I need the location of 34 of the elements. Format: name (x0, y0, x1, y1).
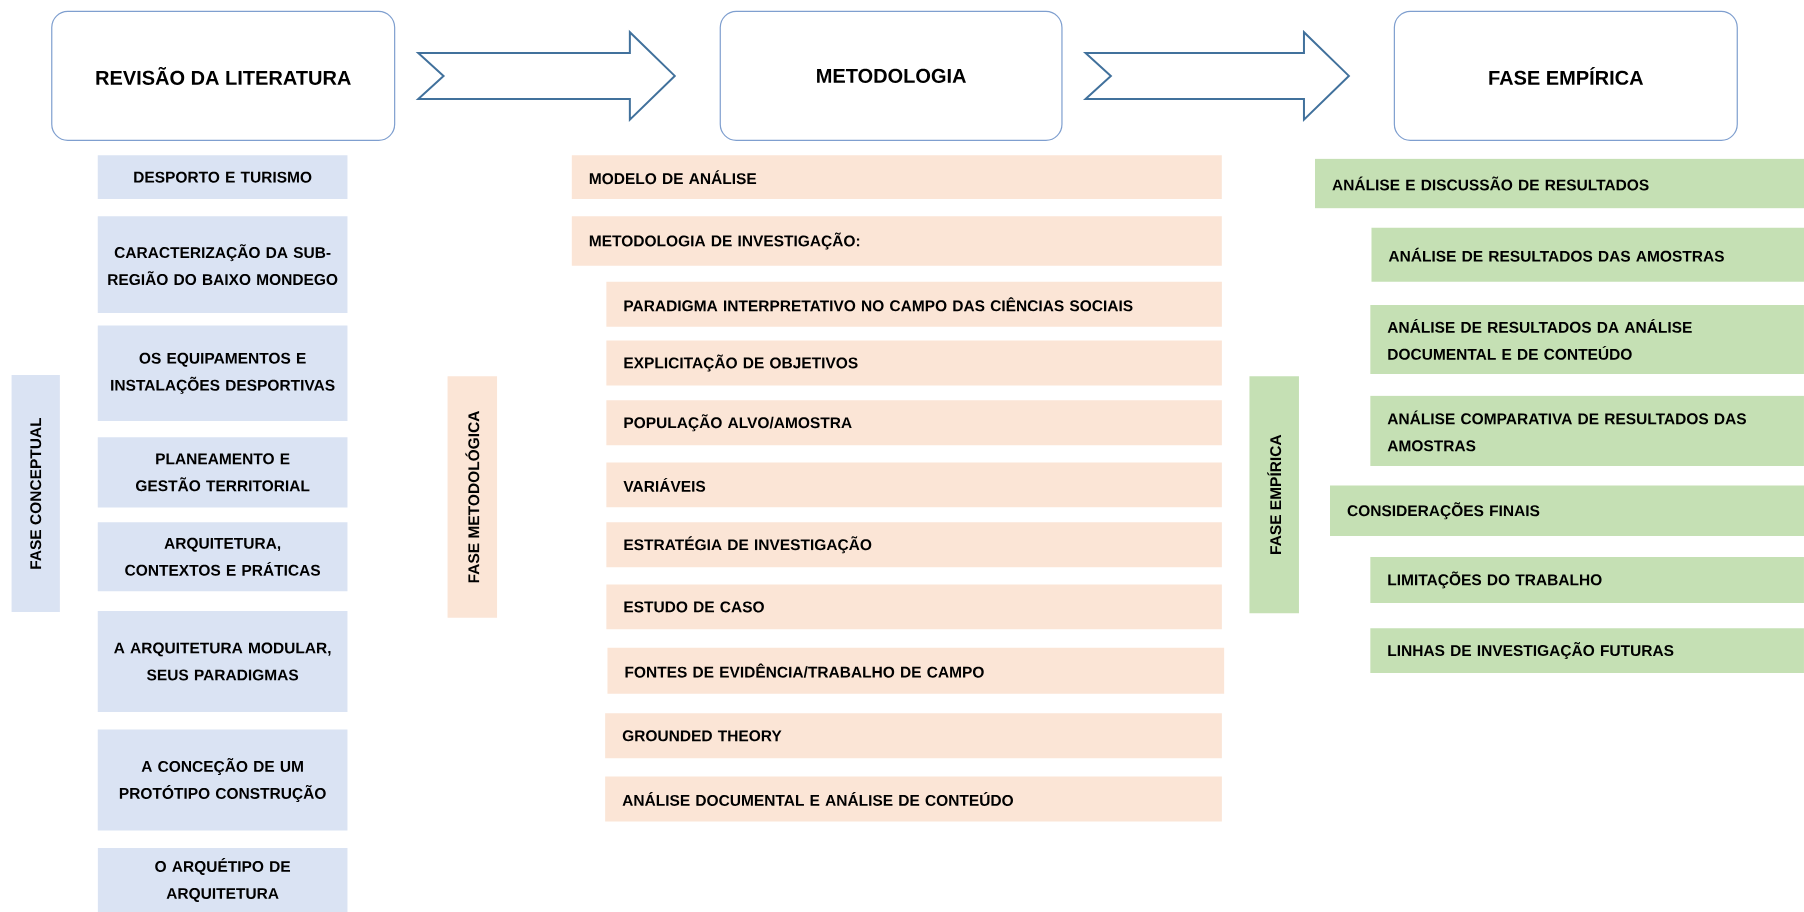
topic-box: DESPORTO E TURISMO (97, 155, 348, 200)
topic-box: FONTES DE EVIDÊNCIA/TRABALHO DE CAMPO (607, 647, 1225, 694)
topic-box: CONSIDERAÇÕES FINAIS (1330, 485, 1804, 537)
block-arrow (415, 29, 677, 122)
topic-box: LINHAS DE INVESTIGAÇÃO FUTURAS (1370, 628, 1804, 674)
topic-box: ESTRATÉGIA DE INVESTIGAÇÃO (606, 522, 1222, 568)
topic-box: ARQUITETURA, CONTEXTOS E PRÁTICAS (97, 522, 348, 592)
topic-box: LIMITAÇÕES DO TRABALHO (1370, 556, 1804, 603)
topic-box: A CONCEÇÃO DE UM PROTÓTIPO CONSTRUÇÃO (97, 729, 348, 831)
phase-band: FASE CONCEPTUAL (11, 375, 60, 613)
topic-box: POPULAÇÃO ALVO/AMOSTRA (606, 400, 1222, 446)
topic-box: ANÁLISE COMPARATIVA DE RESULTADOS DAS AMOSTRAS (1370, 395, 1804, 466)
phase-band: FASE METODOLÓGICA (447, 376, 498, 618)
topic-box: A ARQUITETURA MODULAR, SEUS PARADIGMAS (97, 610, 348, 713)
topic-box: PARADIGMA INTERPRETATIVO NO CAMPO DAS CIÊNCIAS SOCIAIS (606, 281, 1222, 327)
stage-box: FASE EMPÍRICA (1393, 10, 1738, 141)
topic-box: VARIÁVEIS (606, 462, 1222, 508)
topic-box: ANÁLISE DE RESULTADOS DAS AMOSTRAS (1371, 227, 1804, 282)
topic-box: ESTUDO DE CASO (606, 584, 1222, 630)
topic-box: ANÁLISE E DISCUSSÃO DE RESULTADOS (1315, 158, 1804, 209)
topic-box: ANÁLISE DOCUMENTAL E ANÁLISE DE CONTEÚDO (605, 776, 1222, 822)
phase-band: FASE EMPÍRICA (1249, 376, 1299, 614)
topic-box: O ARQUÉTIPO DE ARQUITETURA (97, 847, 348, 912)
topic-box: CARACTERIZAÇÃO DA SUB-REGIÃO DO BAIXO MONDEGO (97, 216, 348, 313)
stage-box: REVISÃO DA LITERATURA (51, 10, 396, 141)
topic-box: GROUNDED THEORY (605, 713, 1222, 759)
topic-box: MODELO DE ANÁLISE (571, 155, 1222, 200)
topic-box: EXPLICITAÇÃO DE OBJETIVOS (606, 340, 1222, 386)
topic-box: OS EQUIPAMENTOS E INSTALAÇÕES DESPORTIVAS (97, 325, 348, 422)
topic-box: PLANEAMENTO E GESTÃO TERRITORIAL (97, 437, 348, 508)
stage-box: METODOLOGIA (719, 10, 1063, 141)
topic-box: METODOLOGIA DE INVESTIGAÇÃO: (571, 216, 1222, 266)
topic-box: ANÁLISE DE RESULTADOS DA ANÁLISE DOCUMENTAL E DE CONTEÚDO (1370, 304, 1804, 374)
block-arrow (1082, 29, 1351, 122)
